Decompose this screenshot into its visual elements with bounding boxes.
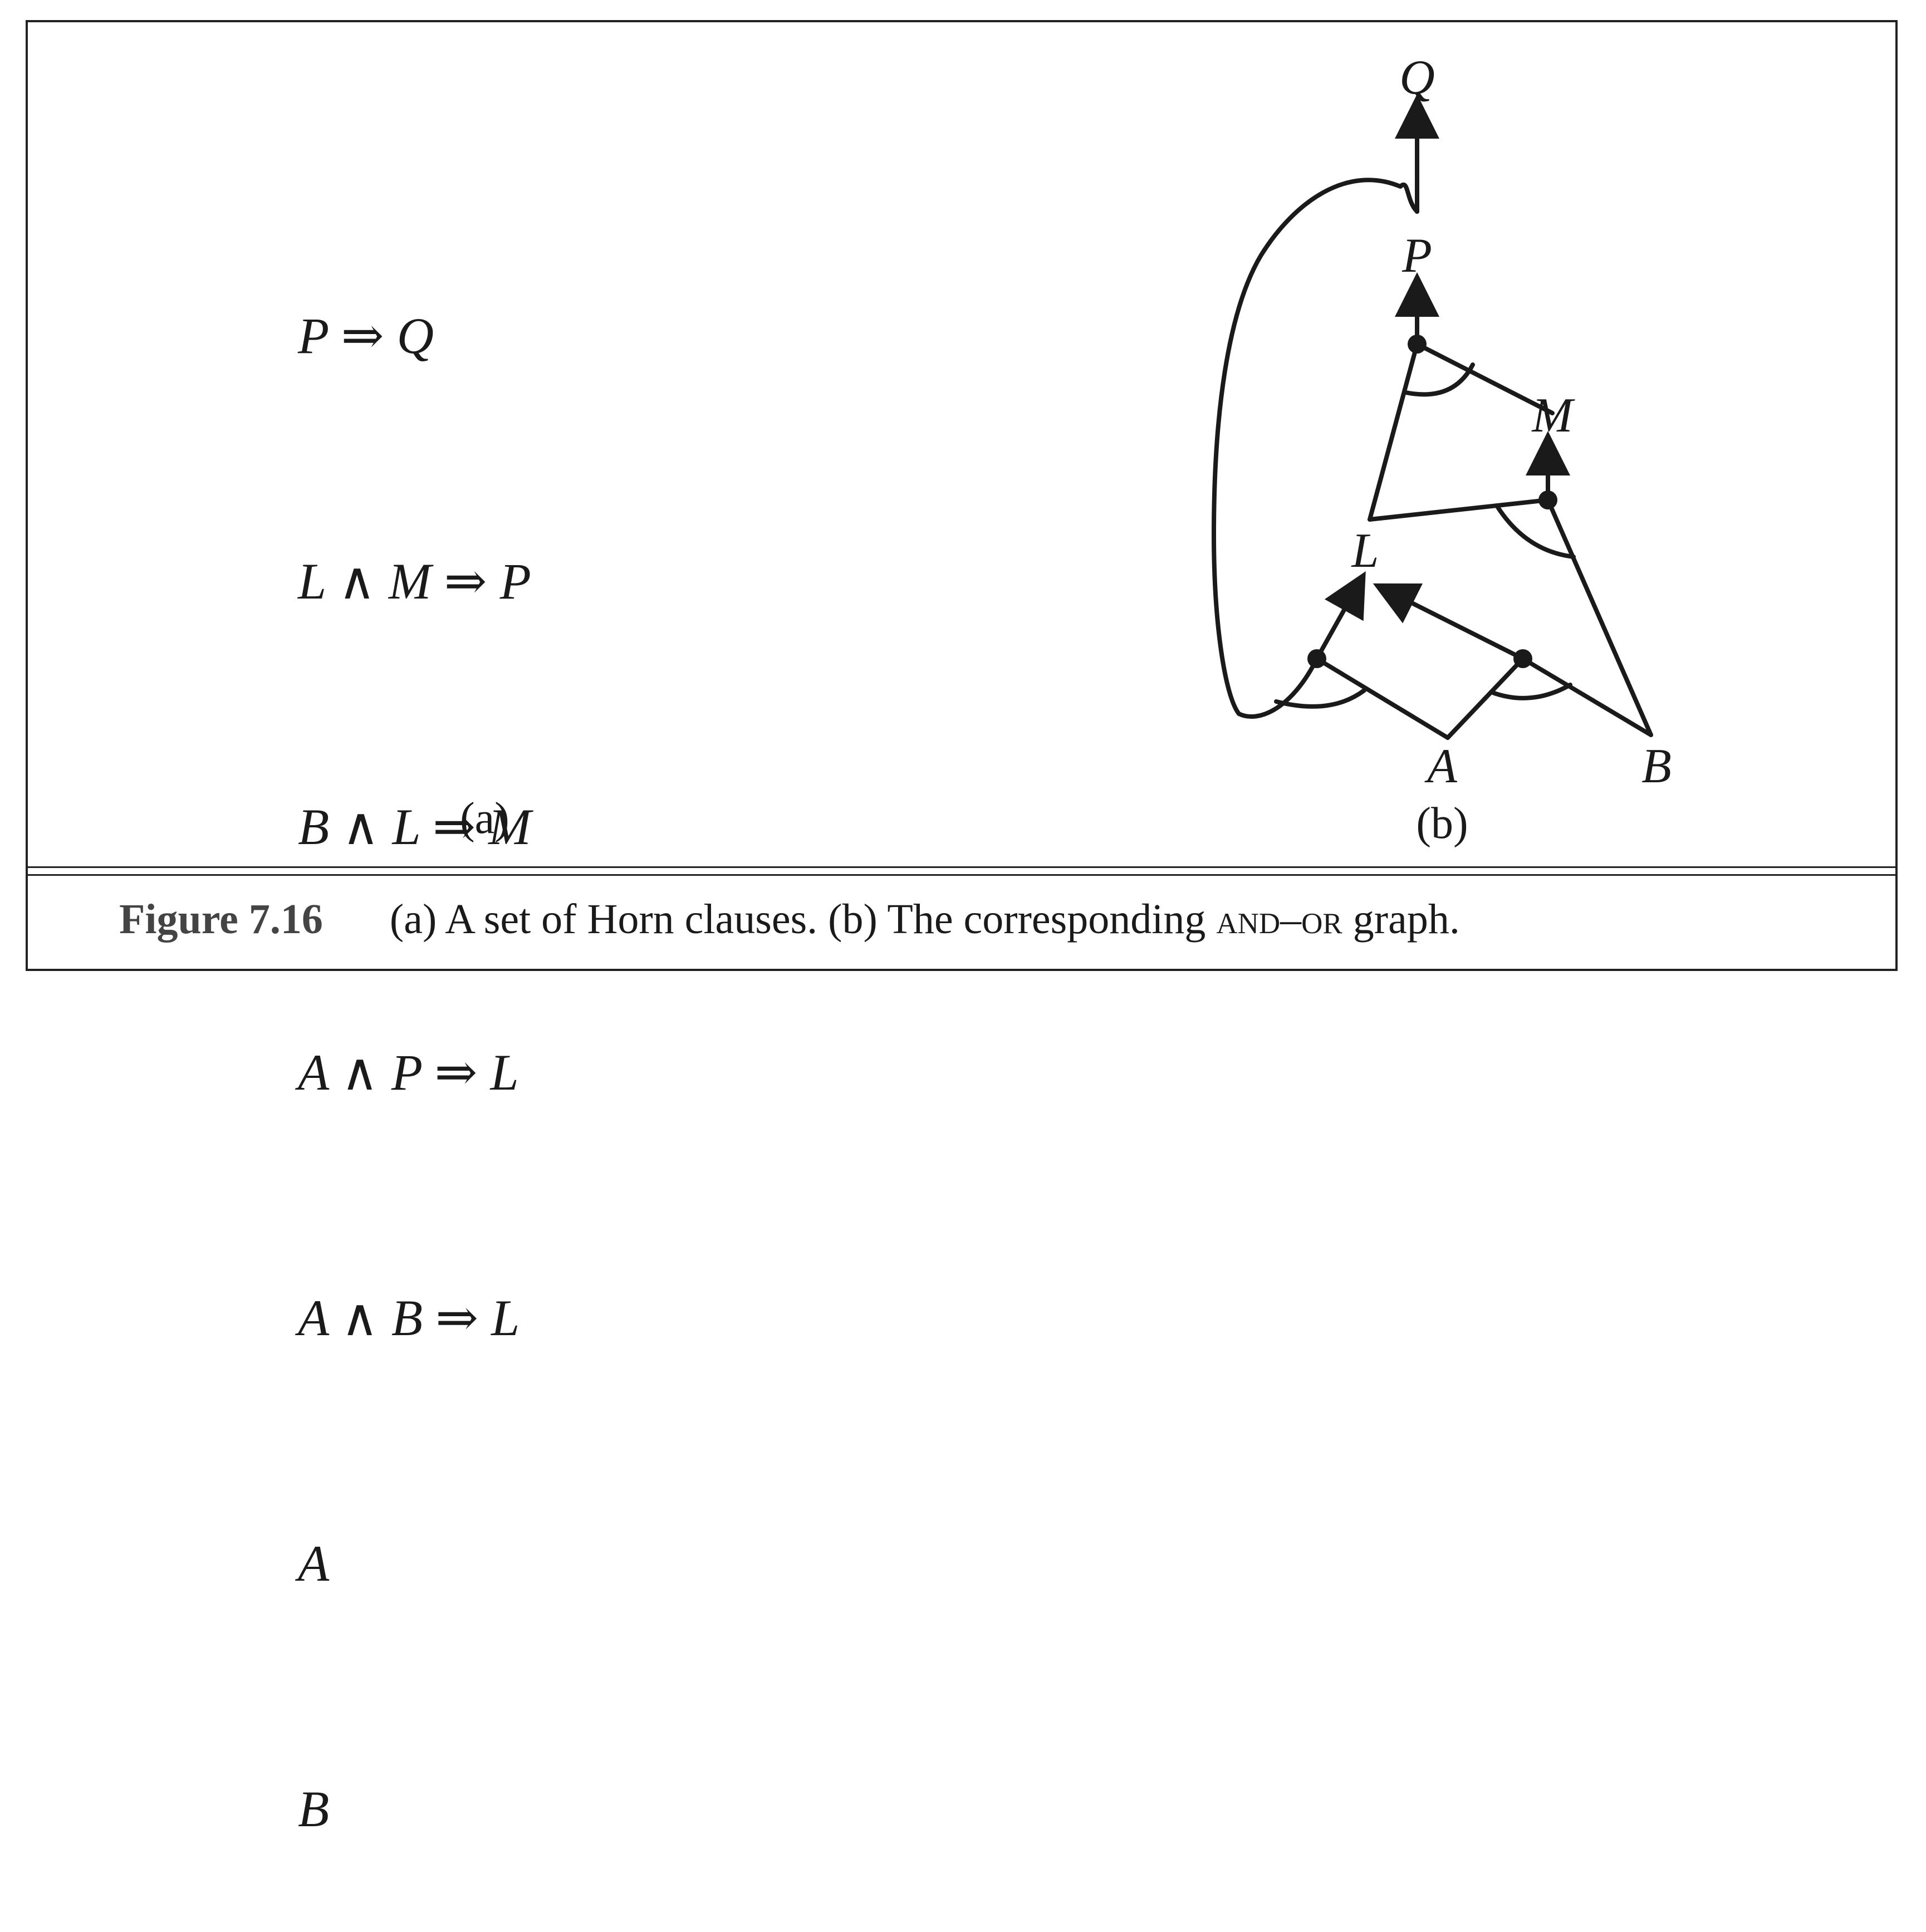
caption-text-a: (a) A set of Horn clauses. (b) The corre… xyxy=(389,896,1217,943)
and-arc-lm xyxy=(1404,362,1475,397)
edge-b-to-and-ab xyxy=(1521,656,1653,737)
edge-a-to-and-ap xyxy=(1315,656,1450,740)
node-m: M xyxy=(1531,389,1575,443)
and-node-ab xyxy=(1513,649,1532,668)
caption-divider xyxy=(28,874,1895,876)
and-node-bl xyxy=(1538,491,1557,509)
clause: B xyxy=(298,1781,330,1837)
clause: A xyxy=(298,1535,330,1592)
figure-frame xyxy=(26,20,1898,971)
panel-a-label: (a) xyxy=(460,794,509,843)
node-p: P xyxy=(1401,229,1432,283)
edge-l-to-and-lm xyxy=(1368,342,1419,522)
node-a: A xyxy=(1424,739,1458,793)
and-arc-ap xyxy=(1274,688,1366,709)
and-arc-bl xyxy=(1494,503,1576,559)
edge-l-to-and-bl xyxy=(1368,498,1550,522)
edge-m-to-and-lm xyxy=(1415,342,1555,415)
caption-text-b: graph. xyxy=(1342,896,1460,943)
clause: A ∧ P ⇒ L xyxy=(298,1044,519,1101)
and-arc-ab xyxy=(1489,683,1572,700)
clause: A ∧ B ⇒ L xyxy=(298,1289,520,1346)
panel-b-label: (b) xyxy=(1416,799,1468,848)
and-node-lm xyxy=(1408,335,1427,354)
caption-divider xyxy=(28,866,1895,868)
clause: P ⇒ Q xyxy=(298,307,434,364)
figure-caption: Figure 7.16 (a) A set of Horn clauses. (b… xyxy=(119,894,1460,944)
clause: L ∧ M ⇒ P xyxy=(298,553,531,610)
edge-a-to-and-ab xyxy=(1445,656,1525,740)
and-or-graph: Q P M L A B (b) xyxy=(1212,51,1672,848)
node-q: Q xyxy=(1399,51,1435,105)
edge-p-loop-to-and-ap xyxy=(1212,178,1419,719)
node-b: B xyxy=(1641,739,1672,793)
edge-and-ab-to-l xyxy=(1373,583,1525,661)
caption-and-or: and–or xyxy=(1216,896,1342,943)
and-node-ap xyxy=(1307,649,1326,668)
edge-and-ap-to-l xyxy=(1315,571,1366,661)
figure-number: Figure 7.16 xyxy=(119,896,323,943)
clause: B ∧ L ⇒ M xyxy=(298,798,531,855)
edge-b-to-and-bl xyxy=(1546,498,1653,737)
node-l: L xyxy=(1351,524,1379,578)
